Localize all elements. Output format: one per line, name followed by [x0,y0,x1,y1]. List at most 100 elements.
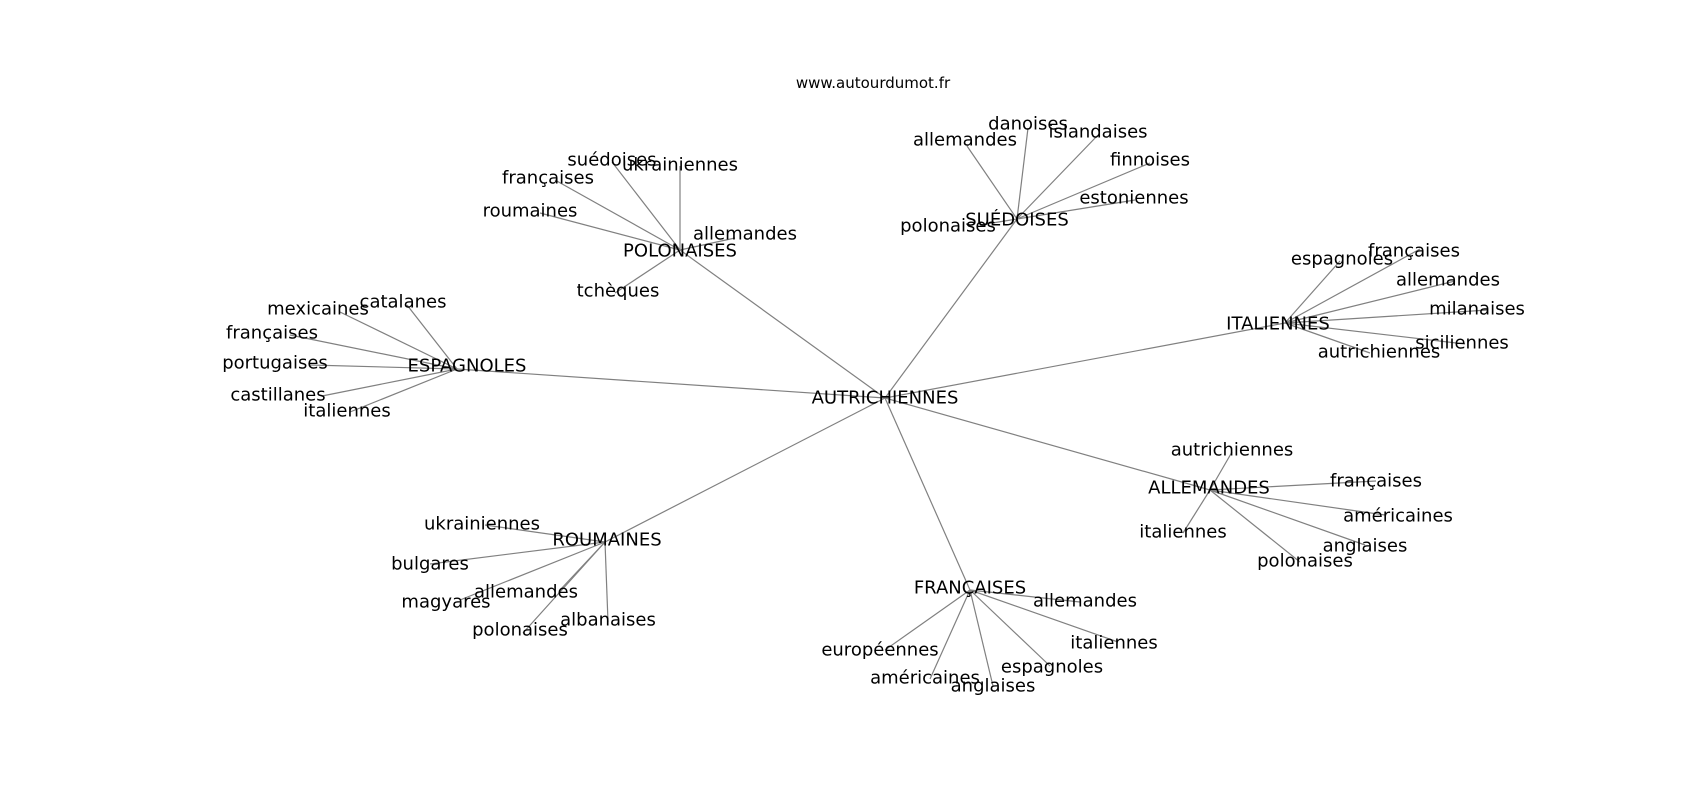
graph-labels: AUTRICHIENNESPOLONAISESsuédoisesukrainie… [222,114,1525,697]
edge-cluster-to-leaf [604,541,609,623]
edge-cluster-to-leaf [539,212,681,251]
edge-cluster-to-leaf [429,541,606,565]
leaf-node-label: italiennes [303,401,390,422]
edge-cluster-to-leaf [459,541,606,601]
leaf-node-label: espagnoles [1291,249,1393,270]
leaf-node-label: ukrainiennes [424,514,540,535]
edge-cluster-to-leaf [484,524,606,543]
edge-center-to-cluster [679,249,886,399]
leaf-node-label: castillanes [230,385,325,406]
edge-cluster-to-leaf [309,364,458,370]
edge-cluster-to-leaf [1284,280,1456,324]
cluster-node-label: FRANÇAISES [914,578,1026,599]
leaf-node-label: bulgares [391,554,469,575]
edge-cluster-to-leaf [1016,134,1099,220]
edge-cluster-to-leaf [1209,480,1377,491]
edge-cluster-to-leaf [979,218,1018,226]
graph-edges [289,127,1489,687]
edge-cluster-to-leaf [1016,162,1151,220]
edge-cluster-to-leaf [966,145,1018,220]
leaf-node-label: islandaises [1048,122,1147,143]
leaf-node-label: roumaines [483,201,578,222]
edge-cluster-to-leaf [969,589,1119,643]
leaf-node-label: finnoises [1110,150,1190,171]
source-label: www.autourdumot.fr [796,74,951,92]
leaf-node-label: espagnoles [1001,657,1103,678]
leaf-node-label: américaines [870,668,980,689]
edge-cluster-to-leaf [1284,260,1341,324]
leaf-node-label: italiennes [1139,522,1226,543]
leaf-node-label: allemandes [1396,270,1500,291]
leaf-node-label: ukrainiennes [622,155,738,176]
leaf-node-label: italiennes [1070,633,1157,654]
leaf-node-label: européennes [821,640,938,661]
cluster-node-label: ALLEMANDES [1148,478,1270,499]
leaf-node-label: françaises [1330,471,1422,492]
cluster-node-label: ITALIENNES [1226,314,1330,335]
edge-cluster-to-leaf [289,334,458,370]
leaf-node-label: françaises [1368,241,1460,262]
leaf-node-label: polonaises [900,216,996,237]
edge-cluster-to-leaf [1209,451,1233,491]
leaf-node-label: siciliennes [1415,333,1509,354]
edge-cluster-to-leaf [1284,322,1371,354]
edge-center-to-cluster [884,397,1211,491]
leaf-node-label: allemandes [1033,591,1137,612]
edge-center-to-cluster [604,397,886,543]
edge-cluster-to-leaf [1284,248,1421,324]
center-node-label: AUTRICHIENNES [812,388,959,409]
edge-cluster-to-leaf [884,589,971,651]
leaf-node-label: françaises [226,323,318,344]
edge-cluster-to-leaf [339,311,458,370]
leaf-node-label: mexicaines [267,299,369,320]
leaf-node-label: albanaises [560,610,656,631]
leaf-node-label: polonaises [472,620,568,641]
leaf-node-label: catalanes [360,292,447,313]
leaf-node-label: estoniennes [1079,188,1188,209]
edge-cluster-to-leaf [1284,309,1489,324]
cluster-node-label: SUÉDOISES [965,209,1069,231]
edge-cluster-to-leaf [1209,489,1301,563]
leaf-node-label: allemandes [693,224,797,245]
leaf-node-label: autrichiennes [1318,342,1441,363]
leaf-node-label: françaises [502,168,594,189]
leaf-node-label: portugaises [222,353,328,374]
edge-center-to-cluster [456,368,886,399]
edge-cluster-to-leaf [614,249,681,294]
leaf-node-label: allemandes [913,130,1017,151]
edge-cluster-to-leaf [349,368,458,413]
edge-cluster-to-leaf [1182,489,1211,534]
edge-cluster-to-leaf [1016,199,1136,220]
leaf-node-label: tchèques [577,281,660,302]
edge-cluster-to-leaf [679,237,736,251]
leaf-node-label: anglaises [1323,536,1408,557]
edge-cluster-to-leaf [969,589,994,687]
edge-cluster-to-leaf [1016,127,1029,220]
edge-cluster-to-leaf [1209,489,1386,516]
edge-center-to-cluster [884,218,1018,399]
cluster-node-label: ROUMAINES [552,530,661,551]
edge-cluster-to-leaf [321,368,458,397]
leaf-node-label: américaines [1343,506,1453,527]
edge-cluster-to-leaf [969,589,1081,603]
edge-cluster-to-leaf [1284,322,1466,345]
leaf-node-label: polonaises [1257,551,1353,572]
edge-cluster-to-leaf [554,179,681,251]
edge-cluster-to-leaf [969,589,1051,667]
leaf-node-label: danoises [988,114,1068,135]
leaf-node-label: suédoises [567,150,656,171]
leaf-node-label: anglaises [951,676,1036,697]
cluster-node-label: POLONAISES [623,241,737,262]
leaf-node-label: allemandes [474,582,578,603]
edge-cluster-to-leaf [929,589,971,680]
edge-cluster-to-leaf [1209,489,1366,546]
leaf-node-label: milanaises [1429,299,1525,320]
leaf-node-label: magyares [401,592,490,613]
edge-cluster-to-leaf [406,304,458,370]
edge-center-to-cluster [884,322,1286,399]
cluster-node-label: ESPAGNOLES [408,356,527,377]
leaf-node-label: autrichiennes [1171,440,1294,461]
edge-cluster-to-leaf [522,541,606,634]
edge-center-to-cluster [884,397,971,591]
